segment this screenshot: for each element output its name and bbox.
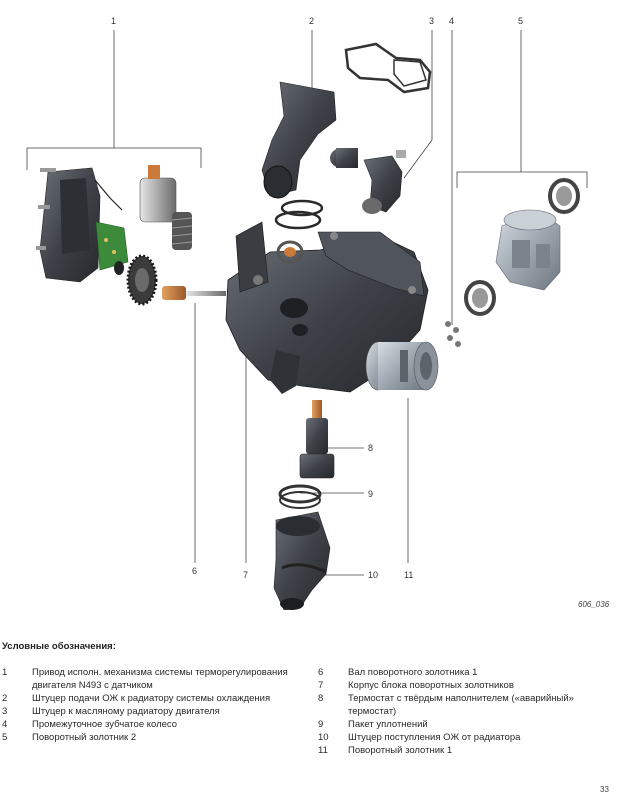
legend-number: 9 xyxy=(318,719,324,730)
oil-cooler-fitting xyxy=(330,148,406,214)
callout-2: 2 xyxy=(309,16,314,26)
legend-item: 6 Вал поворотного золотника 1 xyxy=(318,666,608,679)
legend-number: 7 xyxy=(318,680,324,691)
legend-text: Штуцер поступления ОЖ от радиатора xyxy=(348,732,521,743)
legend-number: 6 xyxy=(318,667,324,678)
legend-number: 3 xyxy=(2,706,8,717)
legend-text: Привод исполн. механизма системы терморе… xyxy=(32,667,288,691)
callout-labels: 1 2 3 4 5 6 7 8 9 10 11 xyxy=(111,16,523,580)
legend-text: Поворотный золотник 2 xyxy=(32,732,137,743)
legend-text: Корпус блока поворотных золотников xyxy=(348,680,514,691)
callout-6: 6 xyxy=(192,566,197,576)
callout-5: 5 xyxy=(518,16,523,26)
legend-text: Вал поворотного золотника 1 xyxy=(348,667,478,678)
callout-1: 1 xyxy=(111,16,116,26)
coolant-supply-fitting xyxy=(261,81,337,230)
diagram-drawing: 1 2 3 4 5 6 7 8 9 10 11 xyxy=(26,16,588,611)
figure-id: 606_036 xyxy=(578,600,610,609)
legend-number: 11 xyxy=(318,745,328,756)
legend-item: 1 Привод исполн. механизма системы термор… xyxy=(2,666,307,692)
legend-title: Условные обозначения: xyxy=(2,641,116,652)
legend-number: 1 xyxy=(2,667,8,678)
rotary-spool-1 xyxy=(365,341,439,391)
legend-text: Штуцер подачи ОЖ к радиатору системы охл… xyxy=(32,693,271,704)
legend-column-left: 1 Привод исполн. механизма системы термор… xyxy=(2,666,307,744)
callout-9: 9 xyxy=(368,489,373,499)
callout-10: 10 xyxy=(368,570,378,580)
rotary-spool-2 xyxy=(445,178,580,347)
legend-text: Поворотный золотник 1 xyxy=(348,745,453,756)
intermediate-gear xyxy=(126,254,158,306)
legend-number: 8 xyxy=(318,693,324,704)
exploded-diagram: 1 2 3 4 5 6 7 8 9 10 11 xyxy=(26,16,588,611)
callout-7: 7 xyxy=(243,570,248,580)
radiator-return-fitting xyxy=(273,511,331,611)
legend-item: 10 Штуцер поступления ОЖ от радиатора xyxy=(318,731,608,744)
actuator-n493 xyxy=(36,165,193,283)
page-number: 33 xyxy=(600,785,609,794)
legend-text: Пакет уплотнений xyxy=(348,719,428,730)
legend-text: Термостат с твёрдым наполнителем («авари… xyxy=(348,693,574,717)
wax-thermostat xyxy=(299,400,335,479)
legend-item: 5 Поворотный золотник 2 xyxy=(2,731,307,744)
legend-item: 4 Промежуточное зубчатое колесо xyxy=(2,718,307,731)
legend-item: 9 Пакет уплотнений xyxy=(318,718,608,731)
legend-item: 8 Термостат с твёрдым наполнителем («авар… xyxy=(318,692,608,718)
legend-number: 5 xyxy=(2,732,8,743)
legend-item: 3 Штуцер к масляному радиатору двигателя xyxy=(2,705,307,718)
gasket xyxy=(344,42,432,94)
legend-number: 4 xyxy=(2,719,8,730)
seal-pack xyxy=(278,484,322,509)
legend-text: Промежуточное зубчатое колесо xyxy=(32,719,178,730)
legend-column-right: 6 Вал поворотного золотника 1 7 Корпус бло… xyxy=(318,666,608,757)
legend-item: 2 Штуцер подачи ОЖ к радиатору системы ох… xyxy=(2,692,307,705)
legend-number: 10 xyxy=(318,732,329,743)
callout-11: 11 xyxy=(404,570,413,580)
spool-shaft xyxy=(162,286,226,300)
callout-3: 3 xyxy=(429,16,434,26)
callout-4: 4 xyxy=(449,16,454,26)
legend-text: Штуцер к масляному радиатору двигателя xyxy=(32,706,220,717)
callout-8: 8 xyxy=(368,443,373,453)
legend-number: 2 xyxy=(2,693,8,704)
legend-item: 11 Поворотный золотник 1 xyxy=(318,744,608,757)
legend-item: 7 Корпус блока поворотных золотников xyxy=(318,679,608,692)
